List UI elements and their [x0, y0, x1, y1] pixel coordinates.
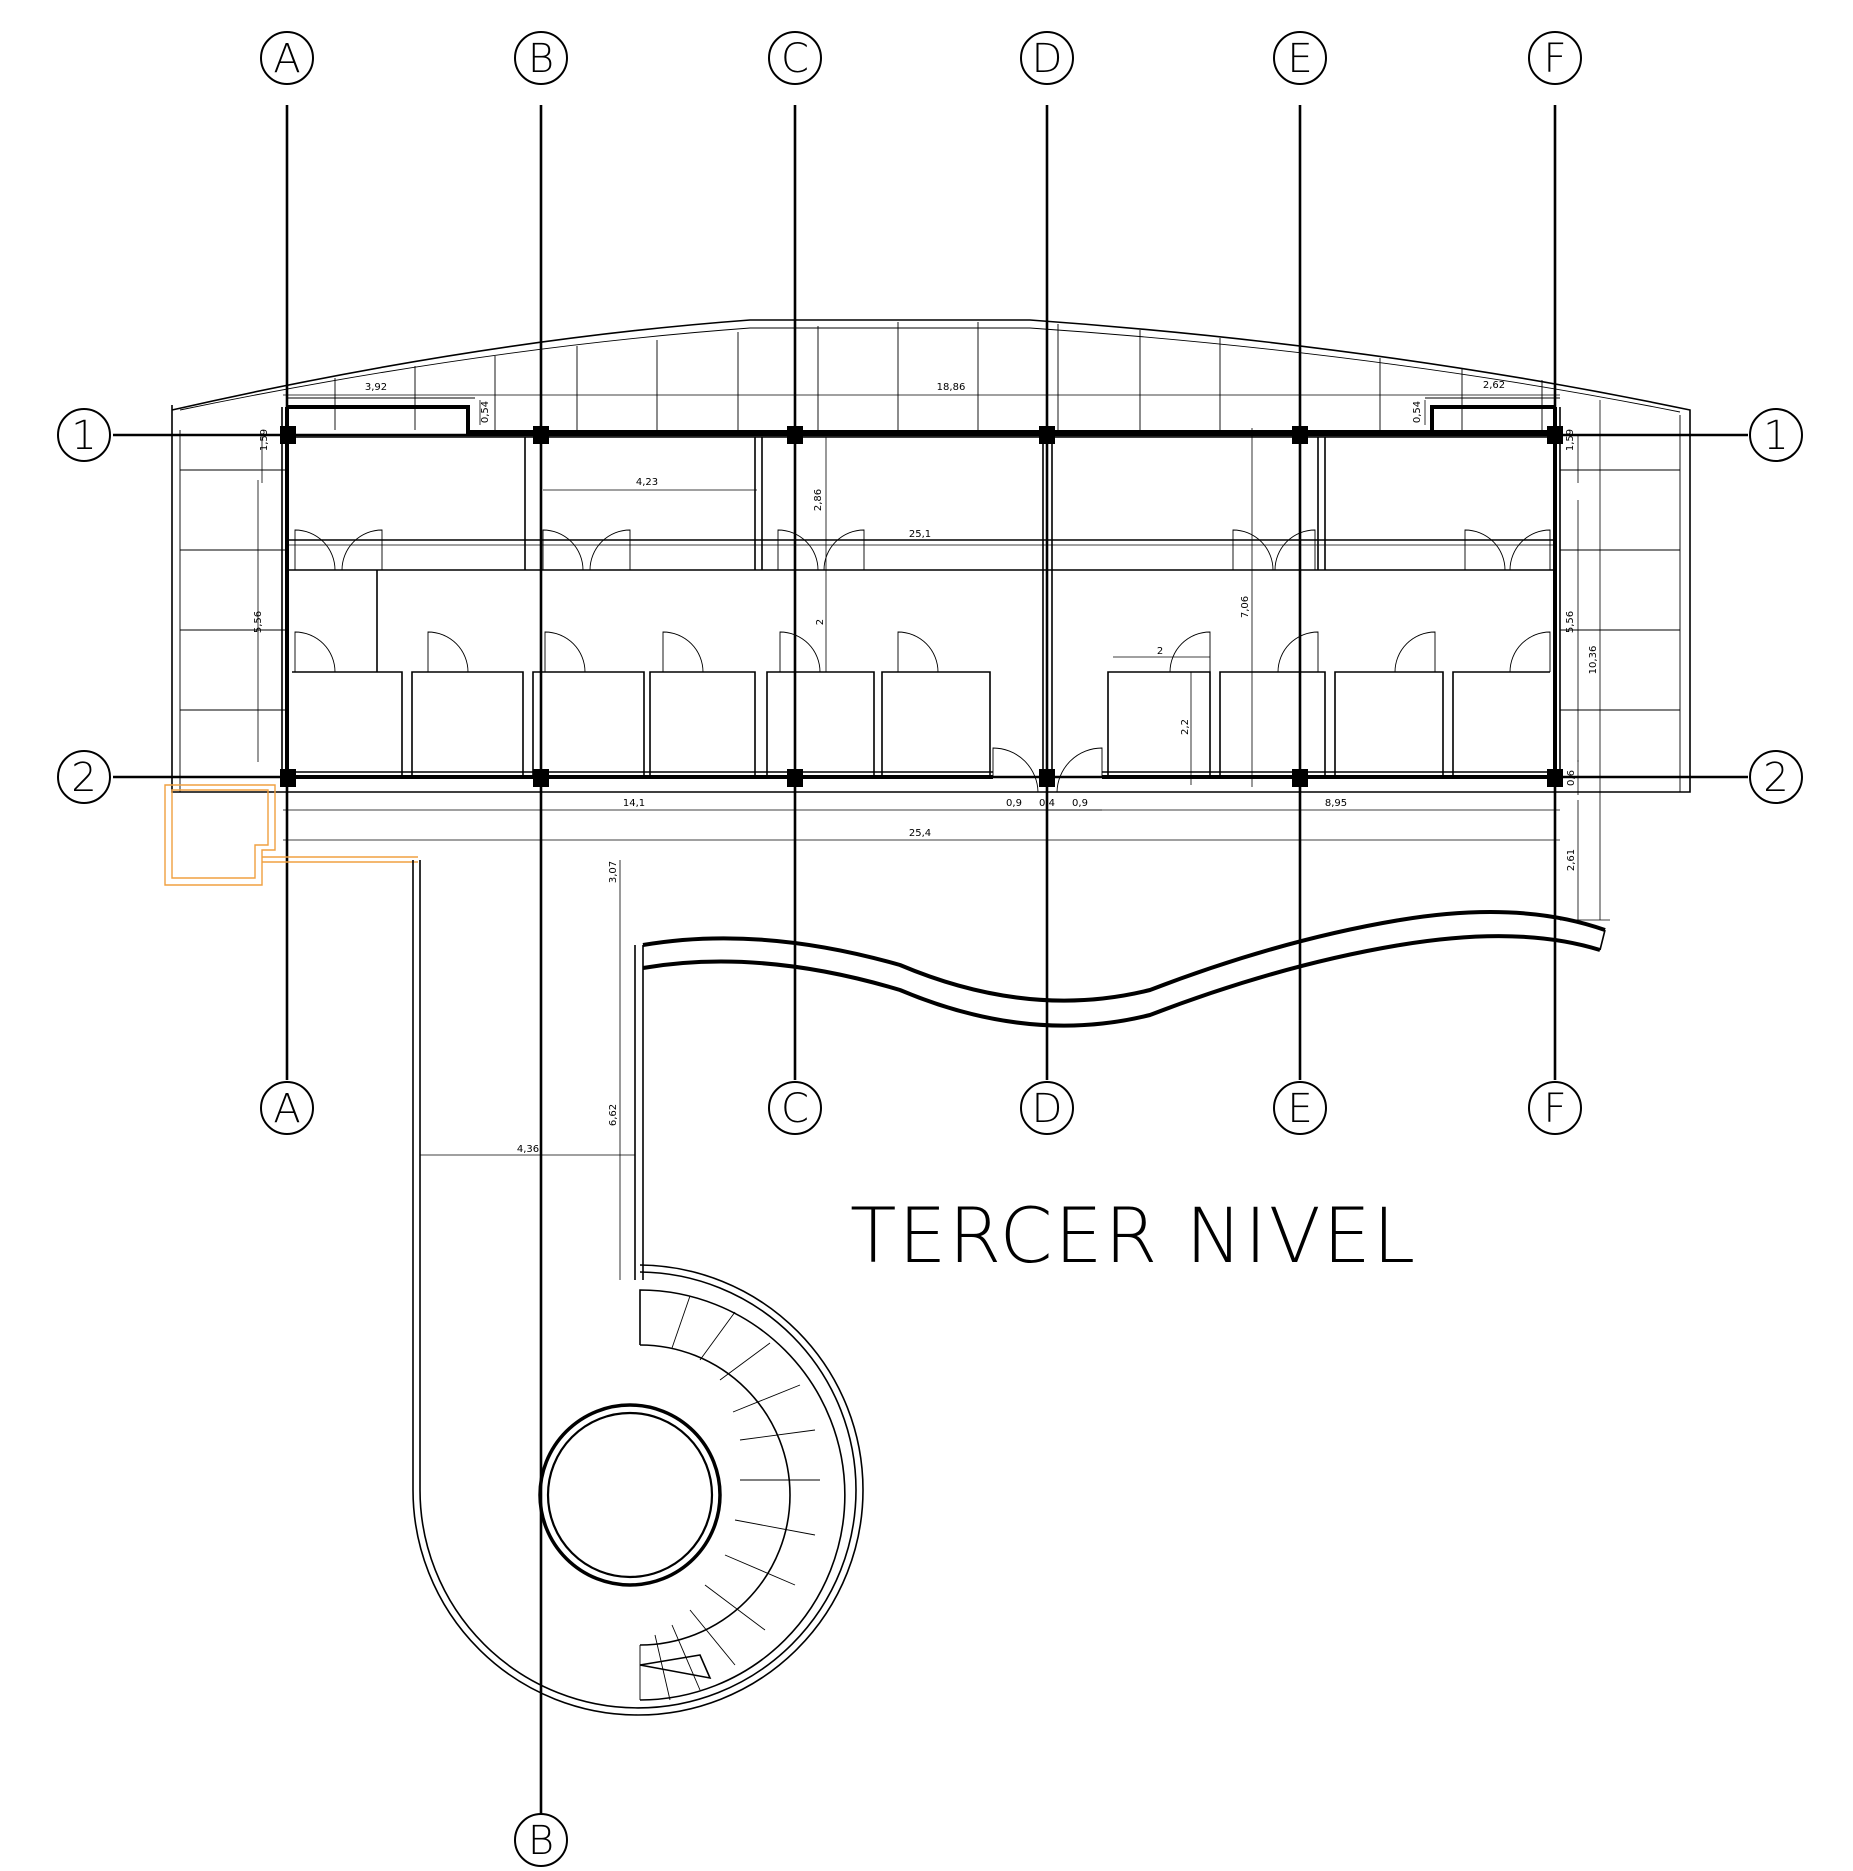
- axis-1-right: 1: [1763, 413, 1788, 459]
- axis-e-top: E: [1287, 36, 1312, 82]
- axis-b-bottom: B: [528, 1818, 554, 1864]
- dim-5-56-right: 5,56: [1565, 611, 1576, 633]
- structural-columns: [280, 426, 1563, 787]
- door-swings: [294, 529, 1551, 793]
- walkway: [412, 860, 1606, 1716]
- dim-1-59-left: 1,59: [259, 429, 270, 451]
- dim-2-top: 2: [1157, 646, 1163, 657]
- dim-3-07: 3,07: [608, 861, 619, 883]
- dim-6-62: 6,62: [608, 1104, 619, 1126]
- dimension-lines: [257, 394, 1610, 1280]
- dim-10-36: 10,36: [1588, 646, 1599, 675]
- dim-2-86: 2,86: [813, 489, 824, 511]
- axis-e-bottom: E: [1287, 1086, 1312, 1132]
- dim-0-9-left: 0,9: [1006, 798, 1022, 809]
- spiral-staircase: [538, 1289, 846, 1701]
- dim-14-1: 14,1: [623, 798, 645, 809]
- dim-5-56-left: 5,56: [253, 611, 264, 633]
- dim-2-62: 2,62: [1483, 380, 1505, 391]
- dim-7-06: 7,06: [1240, 596, 1251, 618]
- grid-axis-lines: [113, 105, 1748, 1815]
- axis-1-left: 1: [71, 413, 96, 459]
- grid-bubbles: A B C D E F A C D E F B 1 1 2 2: [57, 31, 1803, 1867]
- axis-2-right: 2: [1763, 755, 1788, 801]
- axis-f-bottom: F: [1543, 1086, 1566, 1132]
- axis-f-top: F: [1543, 36, 1566, 82]
- dim-2-2: 2,2: [1180, 719, 1191, 735]
- dim-0-6: 0,6: [1566, 770, 1577, 786]
- axis-b-top: B: [528, 36, 554, 82]
- axis-2-left: 2: [71, 755, 96, 801]
- dim-0-4: 0,4: [1039, 798, 1055, 809]
- dim-2-mid: 2: [815, 619, 826, 625]
- dim-2-61: 2,61: [1566, 849, 1577, 871]
- dim-0-54-left: 0,54: [480, 401, 491, 423]
- dim-1-59-right: 1,59: [1565, 429, 1576, 451]
- dim-4-23: 4,23: [636, 477, 658, 488]
- dim-25-1: 25,1: [909, 529, 931, 540]
- dim-0-9-right: 0,9: [1072, 798, 1088, 809]
- axis-c-bottom: C: [781, 1086, 809, 1132]
- dim-25-4: 25,4: [909, 828, 931, 839]
- dim-18-86: 18,86: [937, 382, 966, 393]
- dim-0-54-right: 0,54: [1412, 401, 1423, 423]
- dimension-labels: 3,92 18,86 2,62 0,54 0,54 1,59 1,59 4,23…: [253, 380, 1599, 1155]
- dim-3-92: 3,92: [365, 382, 387, 393]
- axis-a-bottom: A: [273, 1086, 300, 1132]
- roof-canopy: [171, 319, 1691, 793]
- axis-c-top: C: [781, 36, 809, 82]
- dim-8-95: 8,95: [1325, 798, 1347, 809]
- drawing-title: TERCER NIVEL: [850, 1191, 1417, 1280]
- building-walls: [281, 397, 1561, 779]
- axis-d-top: D: [1032, 36, 1063, 82]
- orange-annex: [164, 784, 418, 886]
- axis-a-top: A: [273, 36, 300, 82]
- axis-d-bottom: D: [1032, 1086, 1063, 1132]
- dim-4-36: 4,36: [517, 1144, 539, 1155]
